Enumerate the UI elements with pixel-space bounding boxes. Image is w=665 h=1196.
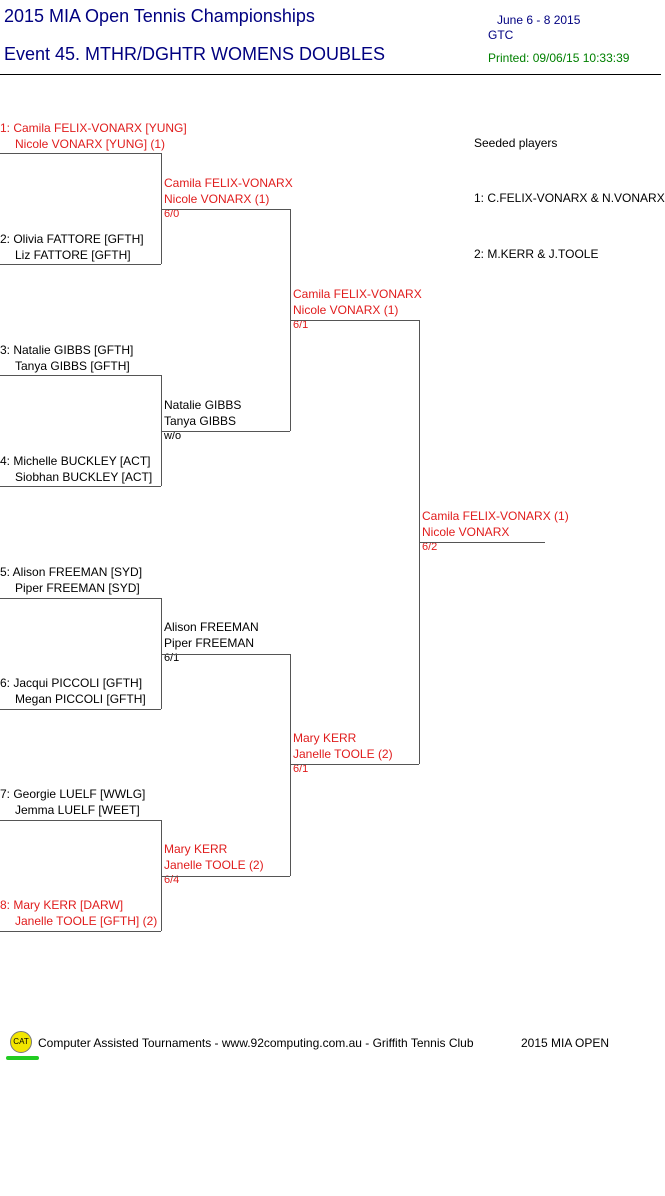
winner-player-1: Camila FELIX-VONARX [293, 287, 422, 301]
entry-player-1: 6: Jacqui PICCOLI [GFTH] [0, 676, 143, 690]
draw-entry-2: 2: Olivia FATTORE [GFTH] Liz FATTORE [GF… [0, 231, 144, 263]
bracket-line [161, 375, 162, 486]
bracket-line [290, 764, 419, 765]
venue-code: GTC [488, 28, 514, 42]
entry-player-2: Siobhan BUCKLEY [ACT] [15, 470, 153, 484]
entry-player-1: 5: Alison FREEMAN [SYD] [0, 565, 143, 579]
match-score: 6/1 [164, 652, 180, 664]
round2-winner-3: Alison FREEMAN Piper FREEMAN 6/1 [164, 619, 259, 665]
winner-player-2: Piper FREEMAN [164, 636, 255, 650]
entry-player-2: Jemma LUELF [WEET] [15, 803, 140, 817]
entry-player-1: 2: Olivia FATTORE [GFTH] [0, 232, 144, 246]
match-score: 6/1 [293, 763, 309, 775]
seeded-title: Seeded players [474, 136, 558, 150]
draw-entry-1: 1: Camila FELIX-VONARX [YUNG] Nicole VON… [0, 120, 187, 152]
winner-player-1: Camila FELIX-VONARX (1) [422, 509, 569, 523]
winner-player-2: Nicole VONARX [422, 525, 510, 539]
seeded-item-1: 1: C.FELIX-VONARX & N.VONARX [474, 191, 665, 205]
entry-player-2: Liz FATTORE [GFTH] [15, 248, 131, 262]
draw-entry-3: 3: Natalie GIBBS [GFTH] Tanya GIBBS [GFT… [0, 342, 133, 374]
bracket-line [0, 264, 161, 265]
winner-player-1: Camila FELIX-VONARX [164, 176, 293, 190]
bracket-line [0, 375, 161, 376]
entry-player-2: Nicole VONARX [YUNG] (1) [15, 137, 166, 151]
logo-underline [6, 1056, 39, 1060]
match-score: w/o [164, 430, 182, 442]
entry-player-1: 4: Michelle BUCKLEY [ACT] [0, 454, 151, 468]
entry-player-2: Megan PICCOLI [GFTH] [15, 692, 146, 706]
semi-winner-1: Camila FELIX-VONARX Nicole VONARX (1) 6/… [293, 286, 422, 332]
entry-player-1: 7: Georgie LUELF [WWLG] [0, 787, 146, 801]
entry-player-2: Piper FREEMAN [SYD] [15, 581, 140, 595]
event-dates: June 6 - 8 2015 [497, 13, 581, 27]
printed-timestamp: Printed: 09/06/15 10:33:39 [488, 51, 630, 65]
entry-player-2: Janelle TOOLE [GFTH] (2) [15, 914, 158, 928]
winner-player-2: Nicole VONARX (1) [164, 192, 270, 206]
bracket-line [161, 598, 162, 709]
bracket-line [161, 654, 290, 655]
bracket-line [161, 209, 290, 210]
entry-player-1: 1: Camila FELIX-VONARX [YUNG] [0, 121, 187, 135]
header-divider [0, 74, 661, 75]
champion: Camila FELIX-VONARX (1) Nicole VONARX 6/… [422, 508, 569, 554]
event-title: Event 45. MTHR/DGHTR WOMENS DOUBLES [4, 44, 386, 64]
round2-winner-2: Natalie GIBBS Tanya GIBBS w/o [164, 397, 241, 443]
bracket-line [0, 598, 161, 599]
match-score: 6/2 [422, 541, 438, 553]
match-score: 6/0 [164, 208, 180, 220]
draw-entry-7: 7: Georgie LUELF [WWLG] Jemma LUELF [WEE… [0, 786, 145, 818]
match-score: 6/4 [164, 874, 180, 886]
draw-entry-6: 6: Jacqui PICCOLI [GFTH] Megan PICCOLI [… [0, 675, 146, 707]
seeded-item-2: 2: M.KERR & J.TOOLE [474, 247, 599, 261]
winner-player-2: Tanya GIBBS [164, 414, 237, 428]
winner-player-1: Mary KERR [293, 731, 357, 745]
round2-winner-1: Camila FELIX-VONARX Nicole VONARX (1) 6/… [164, 175, 293, 221]
match-score: 6/1 [293, 319, 309, 331]
draw-entry-8: 8: Mary KERR [DARW] Janelle TOOLE [GFTH]… [0, 897, 157, 929]
bracket-line [290, 320, 419, 321]
draw-entry-5: 5: Alison FREEMAN [SYD] Piper FREEMAN [S… [0, 564, 142, 596]
round2-winner-4: Mary KERR Janelle TOOLE (2) 6/4 [164, 841, 264, 887]
entry-player-2: Tanya GIBBS [GFTH] [15, 359, 130, 373]
bracket-line [0, 486, 161, 487]
cat-logo-icon: CAT [10, 1031, 32, 1053]
winner-player-1: Natalie GIBBS [164, 398, 242, 412]
footer-credit: Computer Assisted Tournaments - www.92co… [38, 1036, 474, 1050]
bracket-line [0, 709, 161, 710]
winner-player-2: Nicole VONARX (1) [293, 303, 399, 317]
winner-player-1: Mary KERR [164, 842, 228, 856]
bracket-line [290, 654, 291, 876]
bracket-line [161, 431, 290, 432]
draw-entry-4: 4: Michelle BUCKLEY [ACT] Siobhan BUCKLE… [0, 453, 152, 485]
bracket-line [161, 820, 162, 931]
bracket-line [0, 820, 161, 821]
bracket-line [161, 876, 290, 877]
bracket-line [161, 153, 162, 264]
footer-event: 2015 MIA OPEN [521, 1036, 610, 1050]
bracket-line [0, 931, 161, 932]
semi-winner-2: Mary KERR Janelle TOOLE (2) 6/1 [293, 730, 393, 776]
tournament-title: 2015 MIA Open Tennis Championships [4, 6, 315, 26]
winner-player-2: Janelle TOOLE (2) [293, 747, 393, 761]
winner-player-2: Janelle TOOLE (2) [164, 858, 264, 872]
entry-player-1: 8: Mary KERR [DARW] [0, 898, 124, 912]
bracket-line [0, 153, 161, 154]
entry-player-1: 3: Natalie GIBBS [GFTH] [0, 343, 134, 357]
bracket-line [419, 542, 545, 543]
winner-player-1: Alison FREEMAN [164, 620, 259, 634]
